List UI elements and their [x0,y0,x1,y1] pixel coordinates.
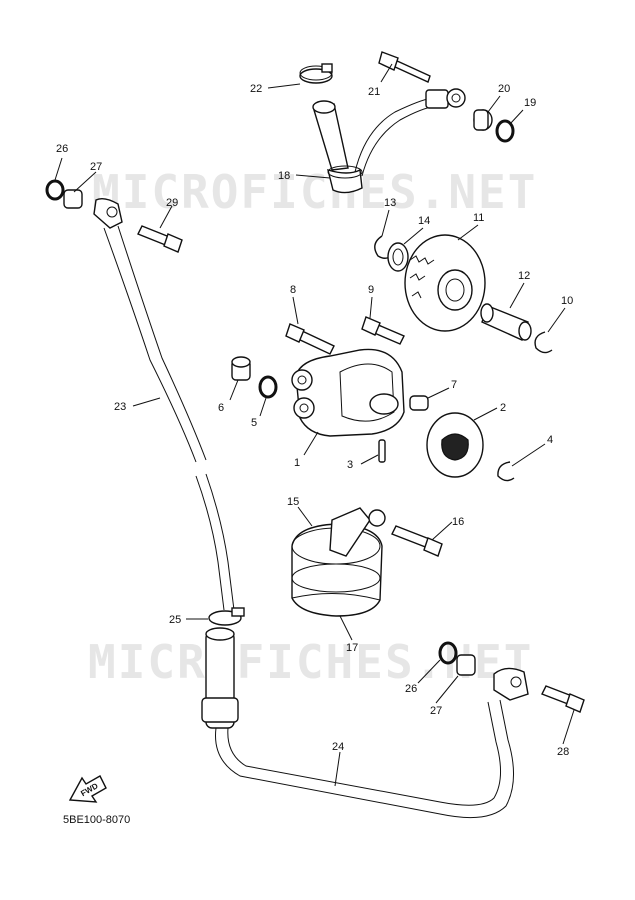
callout-23: 23 [114,401,126,413]
callout-8: 8 [290,284,296,296]
callout-9: 9 [368,284,374,296]
callout-22: 22 [250,83,262,95]
callout-5: 5 [251,417,257,429]
callout-28: 28 [557,746,569,758]
callout-6: 6 [218,402,224,414]
callout-2: 2 [500,402,506,414]
callout-17: 17 [346,642,358,654]
callout-25: 25 [169,614,181,626]
callout-3: 3 [347,459,353,471]
oil-hose-left [45,179,245,626]
forward-direction-arrow: FWD [68,775,107,803]
callout-26-bottom: 26 [405,683,417,695]
callout-27-bottom: 27 [430,705,442,717]
callout-14: 14 [418,215,430,227]
oil-pipe-lower [201,627,585,819]
oil-strainer [291,507,443,617]
oil-pipe-upper [299,51,515,194]
callout-26-top: 26 [56,143,68,155]
callout-15: 15 [287,496,299,508]
callout-19: 19 [524,97,536,109]
callout-12: 12 [518,270,530,282]
leader-lines [54,63,575,787]
callout-29: 29 [166,197,178,209]
drive-gear-assembly [374,234,553,354]
callout-18: 18 [278,170,290,182]
callout-21: 21 [368,86,380,98]
callout-20: 20 [498,83,510,95]
document-code: 5BE100-8070 [63,814,131,826]
callout-10: 10 [561,295,573,307]
callout-11: 11 [473,212,484,224]
callout-numbers: 22 21 20 19 18 13 14 11 12 10 8 9 7 2 4 … [56,83,573,758]
callout-1: 1 [294,457,300,469]
callout-13: 13 [384,197,396,209]
callout-16: 16 [452,516,464,528]
callout-4: 4 [547,434,553,446]
watermark-top: MICROFICHES.NET [92,165,537,219]
oil-pump-body [231,316,515,482]
callout-7: 7 [451,379,457,391]
callout-24: 24 [332,741,344,753]
callout-27-top: 27 [90,161,102,173]
